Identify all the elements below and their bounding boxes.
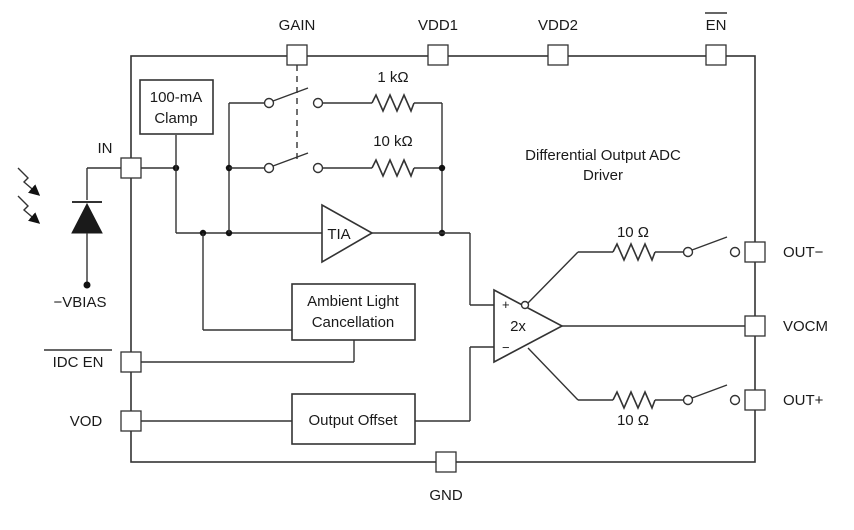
alc-label-line2: Cancellation	[312, 314, 395, 331]
in-label: IN	[98, 140, 113, 157]
pin-in	[120, 157, 142, 179]
switch-out-plus-contact-b	[729, 394, 741, 406]
tia-amplifier	[321, 203, 374, 264]
pin-vdd2	[547, 44, 569, 66]
switch-10k-arm	[272, 152, 309, 167]
idc-en-label: IDC EN	[53, 354, 104, 371]
switch-out-minus-arm	[691, 236, 728, 251]
out-plus-label: OUT+	[783, 392, 824, 409]
driver-label-line1: Differential Output ADC	[525, 147, 681, 164]
pin-idc-en	[120, 351, 142, 373]
alc-block	[291, 283, 416, 341]
resistor-out-minus	[612, 242, 656, 263]
resistor-10k	[371, 158, 415, 179]
gnd-label: GND	[429, 487, 463, 504]
amp-gain-label: 2x	[510, 318, 526, 335]
driver-label-line2: Driver	[583, 167, 623, 184]
pin-out-plus	[744, 389, 766, 411]
wire-out-minus-diag	[527, 251, 579, 304]
pin-gnd	[435, 451, 457, 473]
wire-out-plus-diag	[527, 347, 579, 401]
switch-1k-contact-a	[263, 97, 275, 109]
offset-block	[291, 393, 416, 445]
diff-amplifier	[493, 288, 564, 364]
alc-label-line1: Ambient Light	[307, 293, 400, 310]
resistor-out-plus-label: 10 Ω	[617, 412, 649, 429]
tia-label: TIA	[327, 226, 350, 243]
resistor-out-plus	[612, 390, 656, 411]
switch-out-plus-contact-a	[682, 394, 694, 406]
vbias-label: −VBIAS	[54, 294, 107, 311]
amp-inverting-output-bubble	[520, 300, 530, 310]
vod-label: VOD	[70, 413, 103, 430]
out-minus-label: OUT−	[783, 244, 824, 261]
switch-out-minus-contact-b	[729, 246, 741, 258]
switch-10k-contact-b	[312, 162, 324, 174]
switch-1k-contact-b	[312, 97, 324, 109]
en-label: EN	[706, 17, 727, 34]
pin-en	[705, 44, 727, 66]
gain-label: GAIN	[279, 17, 316, 34]
pin-out-minus	[744, 241, 766, 263]
light-arrows-icon	[17, 167, 41, 224]
pin-vocm	[744, 315, 766, 337]
offset-label: Output Offset	[309, 412, 399, 429]
node-fb-right-mid	[438, 164, 446, 172]
chip-outline	[130, 55, 756, 463]
clamp-label-line2: Clamp	[154, 110, 197, 127]
resistor-1k	[371, 93, 415, 114]
vdd1-label: VDD1	[418, 17, 458, 34]
switch-out-minus-contact-a	[682, 246, 694, 258]
pin-vdd1	[427, 44, 449, 66]
photodiode	[71, 167, 121, 289]
switch-out-plus-arm	[691, 384, 728, 399]
resistor-10k-label: 10 kΩ	[373, 133, 413, 150]
vocm-label: VOCM	[783, 318, 828, 335]
amp-plus-sign: +	[502, 297, 510, 312]
pin-vod	[120, 410, 142, 432]
switch-1k-arm	[272, 87, 309, 102]
switch-10k-contact-a	[263, 162, 275, 174]
clamp-label-line1: 100-mA	[150, 89, 203, 106]
resistor-1k-label: 1 kΩ	[377, 69, 408, 86]
amp-minus-sign: −	[502, 340, 510, 355]
clamp-block	[139, 79, 214, 135]
resistor-out-minus-label: 10 Ω	[617, 224, 649, 241]
pin-gain	[286, 44, 308, 66]
vdd2-label: VDD2	[538, 17, 578, 34]
